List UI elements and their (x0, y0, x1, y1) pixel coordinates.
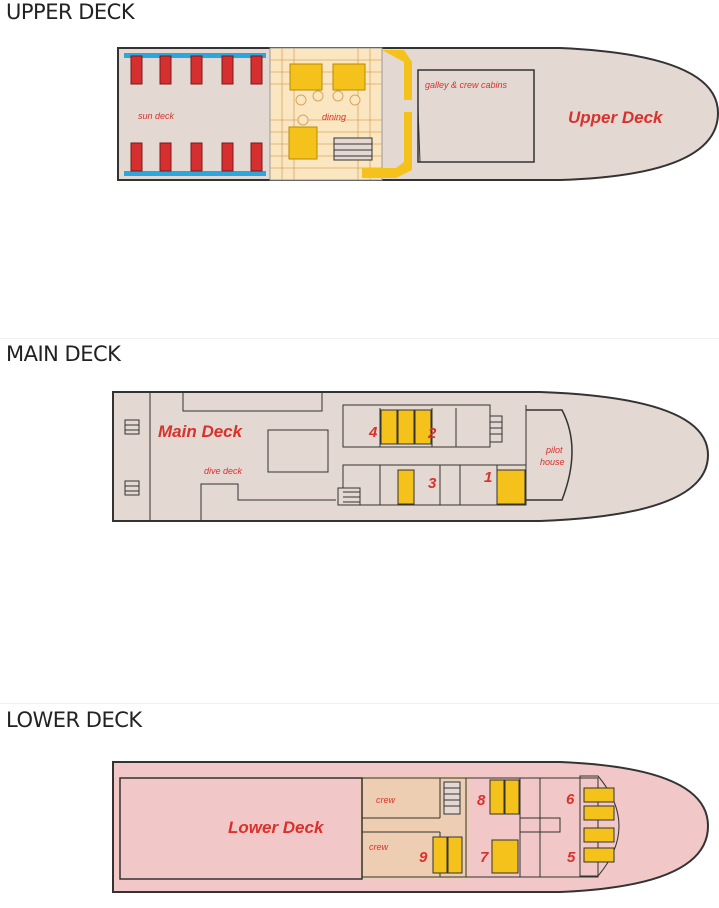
dining-label: dining (322, 112, 346, 122)
upper-deck-plan: sun deck dining galley & crew cabins Upp… (117, 47, 719, 181)
crew-bottom-label: crew (369, 842, 389, 852)
cabin-number-9: 9 (419, 849, 428, 866)
cabin-number-2: 2 (427, 425, 437, 442)
main-deck-heading: MAIN DECK (6, 342, 121, 366)
pilot-label-line2: house (540, 457, 565, 467)
lower-deck-heading: LOWER DECK (6, 708, 142, 732)
sun-deck-label: sun deck (138, 111, 175, 121)
main-stern (124, 392, 336, 521)
upper-stairs (333, 137, 373, 161)
upper-corridor (382, 50, 412, 100)
cabin-number-1: 1 (484, 469, 492, 486)
cabin-number-3: 3 (428, 475, 437, 492)
main-deck-hull (112, 391, 710, 522)
loungers-bottom-row (124, 142, 266, 176)
upper-deck-title: Upper Deck (568, 108, 664, 127)
lower-deck-hull (112, 761, 710, 893)
cabin-number-5: 5 (567, 849, 576, 866)
pilot-label-line1: pilot (545, 445, 563, 455)
upper-deck-heading: UPPER DECK (6, 0, 135, 24)
lower-deck-plan: Lower Deck crew crew 8 6 9 7 5 (112, 761, 710, 893)
galley-label: galley & crew cabins (425, 80, 508, 90)
cabin-number-7: 7 (480, 849, 489, 866)
lower-cabins (362, 777, 599, 878)
main-deck-title: Main Deck (158, 422, 244, 441)
bow-cabins (579, 775, 620, 877)
cabin-number-8: 8 (477, 792, 486, 809)
main-deck-plan: Main Deck dive deck pilot house 4 2 3 1 (112, 391, 710, 522)
dive-deck-label: dive deck (204, 466, 243, 476)
engine-room (119, 777, 363, 880)
main-cabins (337, 404, 527, 506)
cabin-number-6: 6 (566, 791, 575, 808)
crew-top-label: crew (376, 795, 396, 805)
lower-deck-title: Lower Deck (228, 818, 325, 837)
pilot-house (526, 409, 573, 501)
loungers-top-row (124, 53, 266, 85)
cabin-number-4: 4 (368, 424, 378, 441)
